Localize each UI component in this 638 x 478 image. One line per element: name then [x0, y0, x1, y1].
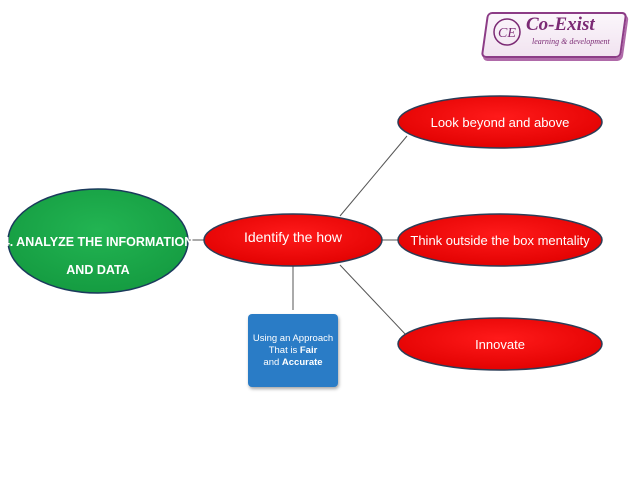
main-node-shape: [7, 188, 189, 294]
branch-node-look: Look beyond and above: [398, 108, 602, 136]
co-exist-logo: CE Co-Exist learning & development: [480, 12, 628, 58]
approach-fair: Fair: [299, 344, 318, 356]
logo-tagline: learning & development: [532, 37, 610, 46]
branch-node-think: Think outside the box mentality: [398, 226, 602, 254]
connector-center-look: [339, 135, 408, 217]
branch-node-think-text: Think outside the box mentality: [410, 232, 590, 248]
logo-monogram-text: CE: [498, 26, 516, 41]
main-node-line1: 4. ANALYZE THE INFORMATION: [2, 235, 194, 249]
center-node-text: Identify the how: [243, 229, 343, 245]
approach-box: Using an Approach That is Fair and Accur…: [248, 314, 338, 387]
main-node-label: 4. ANALYZE THE INFORMATION AND DATA: [2, 228, 194, 284]
branch-node-look-shape: [397, 95, 603, 149]
branch-node-innovate: Innovate: [398, 330, 602, 358]
approach-line1: Using an Approach: [252, 332, 334, 344]
connector-center-innovate: [339, 264, 408, 337]
center-node-label: Identify the how: [204, 222, 382, 252]
branch-node-look-text: Look beyond and above: [430, 114, 570, 130]
branch-node-innovate-text: Innovate: [475, 336, 525, 352]
branch-node-innovate-shape: [397, 317, 603, 371]
approach-line3-prefix: and: [263, 356, 282, 368]
logo-monogram-icon: CE: [493, 18, 521, 46]
approach-line2-prefix: That is: [268, 344, 300, 356]
logo-name: Co-Exist: [526, 14, 595, 35]
approach-line2: That is Fair: [248, 345, 338, 357]
main-node-line2: AND DATA: [66, 263, 130, 277]
center-node-shape: [203, 213, 383, 267]
branch-node-think-shape: [397, 213, 603, 267]
approach-line3: and Accurate: [248, 357, 338, 369]
approach-accurate: Accurate: [281, 356, 323, 368]
